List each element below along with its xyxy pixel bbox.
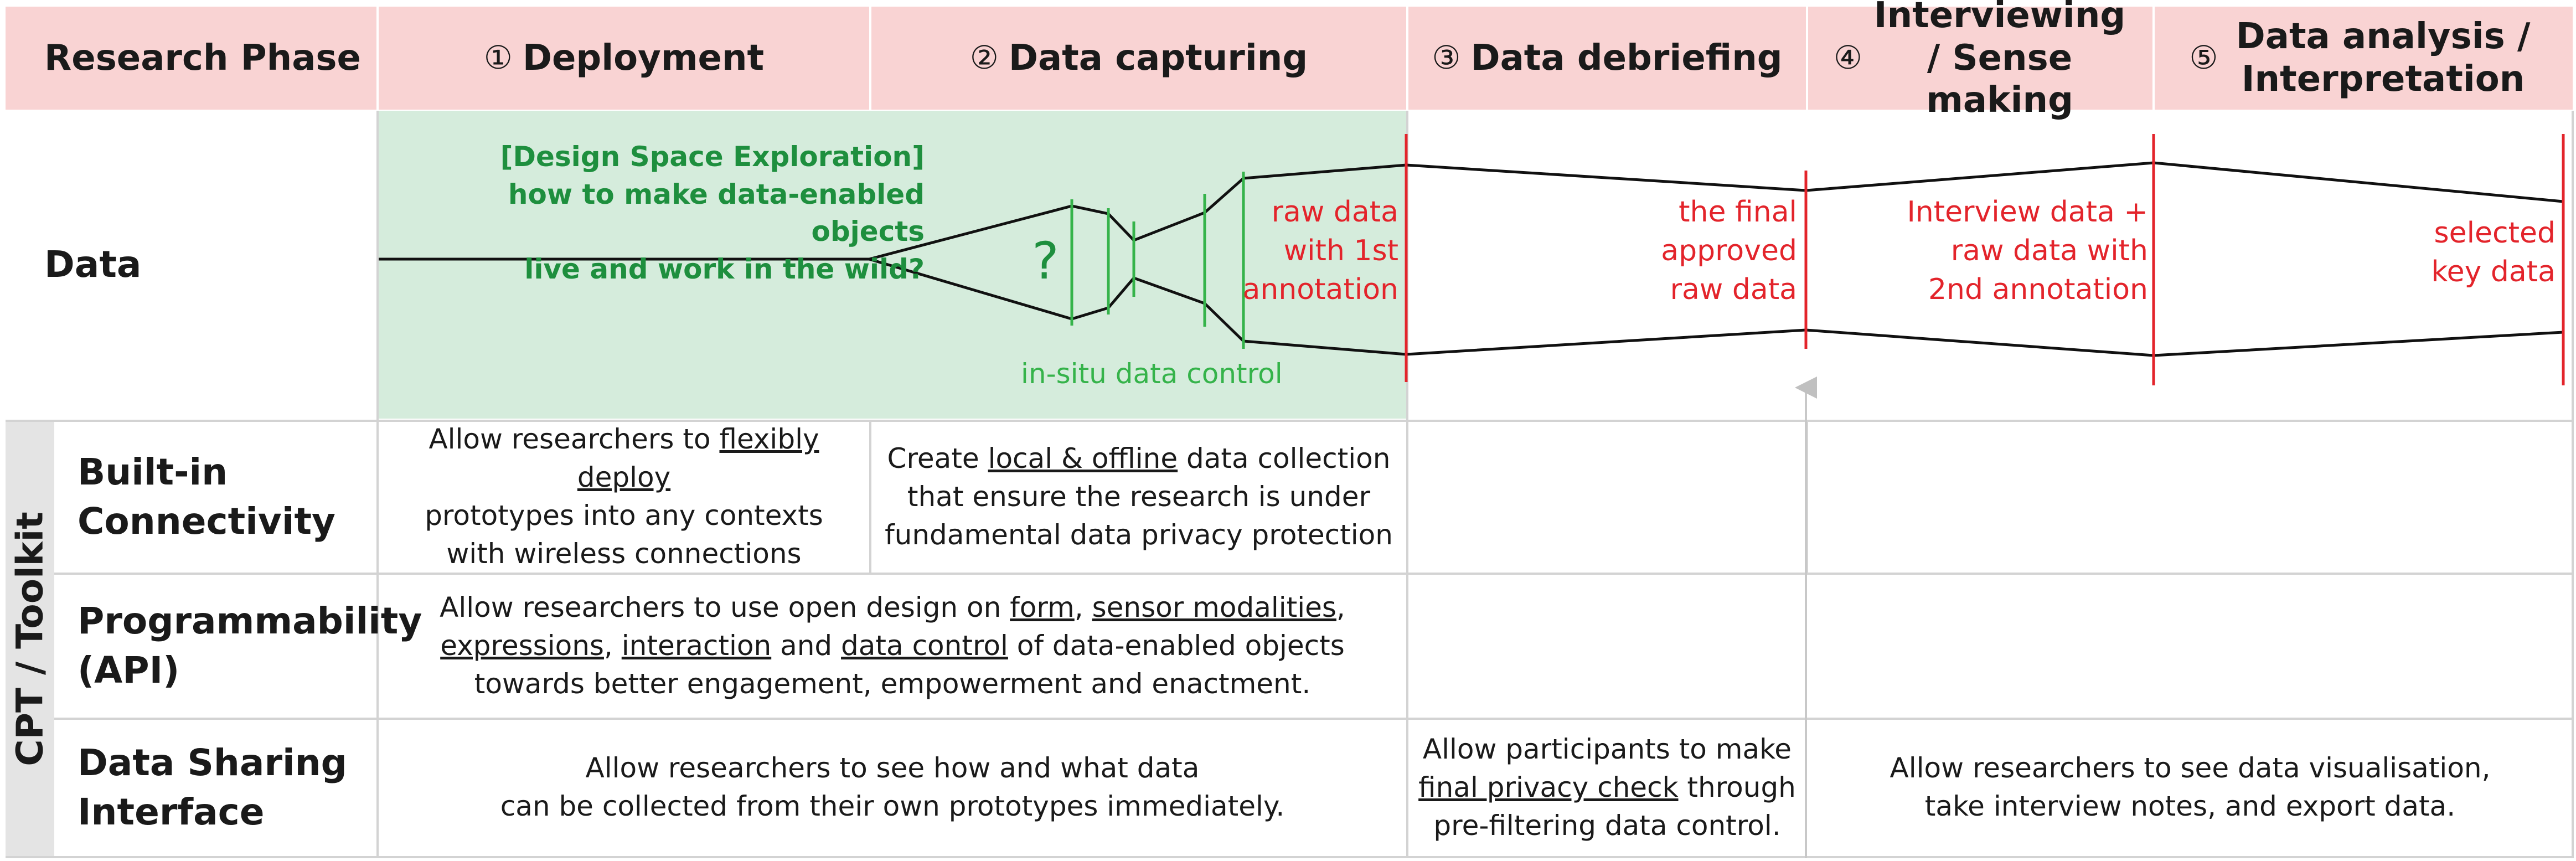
row-label-text: Programmability (API) — [78, 599, 422, 692]
data-sharing-left-cell: Allow researchers to see how and what da… — [379, 719, 1406, 856]
grid-line — [6, 856, 2573, 858]
data-funnel-top — [869, 161, 2564, 261]
data-sharing-debrief-cell: Allow participants to make final privacy… — [1408, 719, 1806, 856]
question-mark: ? — [1032, 231, 1059, 291]
phase-title: Data debriefing — [1470, 37, 1783, 79]
phase-number: ④ — [1834, 39, 1862, 77]
header-phase-deployment: ① Deployment — [379, 7, 869, 110]
phase-number: ⑤ — [2189, 39, 2218, 77]
phase-title: Data analysis / Interpretation — [2236, 16, 2531, 100]
data-label-text: Data — [44, 243, 142, 286]
header-phase-interviewing: ④ Interviewing / Sense making — [1808, 0, 2152, 121]
text: , — [1074, 591, 1092, 623]
annotation-interview-data: Interview data + raw data with 2nd annot… — [1907, 195, 2148, 307]
phase-title: Deployment — [522, 37, 765, 79]
underlined-text: sensor modalities — [1092, 591, 1336, 623]
text: Create — [887, 442, 988, 475]
text: Allow researchers to see how and what da… — [500, 752, 1285, 822]
grid-line — [869, 421, 871, 574]
phase-number: ① — [483, 39, 513, 77]
text: , — [1336, 591, 1345, 623]
header-phase-data-capturing: ② Data capturing — [871, 7, 1406, 110]
underlined-text: interaction — [621, 629, 772, 662]
phase-number: ③ — [1432, 39, 1461, 77]
underlined-text: flexibly deploy — [577, 423, 819, 493]
row-label-text: Built-in Connectivity — [78, 450, 336, 543]
grid-line — [6, 420, 2573, 422]
header-phase-data-debriefing: ③ Data debriefing — [1408, 7, 1806, 110]
design-space-caption: [Design Space Exploration] how to make d… — [500, 141, 925, 285]
grid-line — [2572, 111, 2574, 858]
connectivity-deployment-cell: Allow researchers to flexibly deploy pro… — [379, 421, 869, 573]
text: Allow researchers to use open design on — [440, 591, 1010, 623]
research-phase-label: Research Phase — [44, 37, 361, 79]
header-phase-data-analysis: ⑤ Data analysis / Interpretation — [2155, 7, 2573, 110]
data-row-label: Data — [44, 111, 354, 419]
phase-number: ② — [969, 39, 999, 77]
grid-line — [1406, 111, 1408, 858]
row-label-data-sharing: Data Sharing Interface — [78, 719, 376, 856]
text: towards better engagement, empowerment a… — [474, 667, 1311, 700]
underlined-text: local & offline — [988, 442, 1178, 475]
underlined-text: final privacy check — [1418, 771, 1679, 803]
text: Allow researchers to see data visualisat… — [1890, 752, 2491, 822]
row-label-built-in-connectivity: Built-in Connectivity — [78, 421, 376, 573]
connectivity-capturing-cell: Create local & offline data collection t… — [871, 421, 1406, 573]
annotation-final-approved: the final approved raw data — [1661, 195, 1797, 307]
text: prototypes into any contexts with wirele… — [425, 499, 823, 570]
annotation-selected-key-data: selected key data — [2431, 216, 2556, 289]
toolkit-side-bar: CPT / Toolkit — [6, 421, 54, 857]
grid-line — [376, 111, 379, 858]
header-research-phase: Research Phase — [6, 7, 376, 110]
data-funnel-bottom — [869, 257, 2564, 357]
text: Allow researchers to — [429, 423, 720, 455]
phase-title: Data capturing — [1008, 37, 1308, 79]
underlined-text: data control — [841, 629, 1008, 662]
text: data collection that ensure the research… — [885, 442, 1393, 551]
row-label-text: Data Sharing Interface — [78, 741, 347, 833]
in-situ-data-control-label: in-situ data control — [1021, 358, 1283, 390]
text: Allow participants to make — [1422, 733, 1792, 765]
text: of data-enabled objects — [1008, 629, 1345, 662]
phase-title: Interviewing / Sense making — [1873, 0, 2126, 121]
text: and — [771, 629, 842, 662]
grid-line — [54, 573, 2573, 575]
row-label-programmability: Programmability (API) — [78, 574, 422, 718]
underlined-text: expressions — [440, 629, 604, 662]
programmability-cell: Allow researchers to use open design on … — [379, 574, 1406, 718]
grid-line — [54, 718, 2573, 720]
underlined-text: form — [1010, 591, 1075, 623]
text: , — [603, 629, 622, 662]
text: through pre-filtering data control. — [1433, 771, 1796, 842]
annotation-raw-data-1st: raw data with 1st annotation — [1242, 195, 1398, 307]
data-sharing-right-cell: Allow researchers to see data visualisat… — [1808, 719, 2572, 856]
